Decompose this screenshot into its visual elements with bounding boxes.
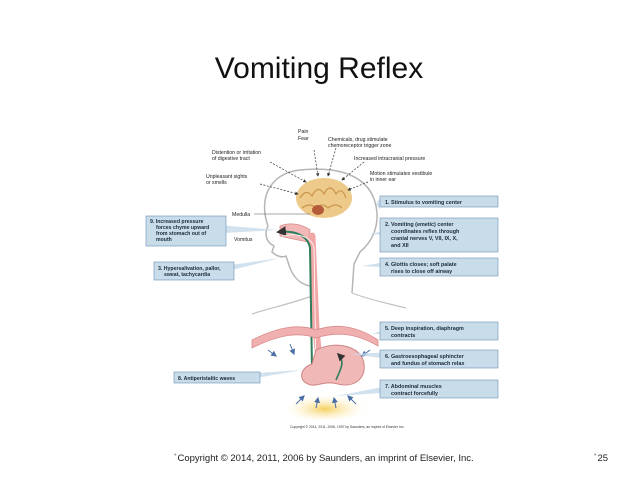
callout-shafts-left <box>206 224 302 380</box>
label-fear: Fear <box>298 136 309 142</box>
callout-step-9: 9. Increased pressure forces chyme upwar… <box>145 215 227 247</box>
step-2-line-2: coordinates reflex through <box>391 229 459 235</box>
step-8-text: 8. Antiperistaltic waves <box>178 376 235 382</box>
step-2-line-4: and XII <box>391 243 409 249</box>
label-distention-1: Distention or irritation <box>212 150 261 156</box>
label-motion-2: in inner ear <box>370 177 396 183</box>
callout-step-1: 1. Stimulus to vomiting center <box>379 195 499 208</box>
slide-title: Vomiting Reflex <box>214 52 424 85</box>
label-unpleasant-2: or smells <box>206 180 227 186</box>
step-4-line-2: rises to close off airway <box>391 269 452 275</box>
step-7-line-2: contract forcefully <box>391 391 438 397</box>
step-5-line-2: contracts <box>391 333 415 339</box>
label-medulla: Medulla <box>232 212 250 218</box>
step-6-line-1: 6. Gastroesophageal sphincter <box>385 354 465 360</box>
page-number-bullet: • <box>594 452 597 459</box>
step-2-line-3: cranial nerves V, VII, IX, X, <box>391 236 458 242</box>
step-5-line-1: 5. Deep inspiration, diaphragm <box>385 326 464 332</box>
step-3-line-1: 3. Hypersalivation, pallor, <box>158 266 221 272</box>
shoulder-outline <box>251 292 407 315</box>
label-unpleasant-1: Unpleasant sights <box>206 174 248 180</box>
stomach-green-reflux <box>335 352 346 381</box>
step-1-text: 1. Stimulus to vomiting center <box>385 200 463 206</box>
stomach <box>301 344 365 386</box>
callout-step-5: 5. Deep inspiration, diaphragm contracts <box>379 321 499 341</box>
pressure-arrows <box>267 343 371 409</box>
step-9-line-1: 9. Increased pressure <box>150 219 203 225</box>
step-9-line-3: from stomach out of <box>156 231 206 237</box>
step-6-line-2: and fundus of stomach relax <box>391 361 464 367</box>
step-9-line-2: forces chyme upward <box>156 225 209 231</box>
stimulus-arrows <box>259 147 369 195</box>
step-4-line-1: 4. Glottis closes; soft palate <box>385 262 457 268</box>
label-intracranial: Increased intracranial pressure <box>354 156 425 162</box>
figure-credit: Copyright © 2014, 2011, 2006, 1997 by Sa… <box>290 425 404 429</box>
step-3-line-2: sweat, tachycardia <box>164 272 210 278</box>
brain <box>296 178 352 218</box>
esophagus <box>308 232 322 354</box>
label-motion-1: Motion stimulates vestibule <box>370 171 432 177</box>
callout-step-7: 7. Abdominal muscles contract forcefully <box>379 379 499 399</box>
callout-step-2: 2. Vomiting (emetic) center coordinates … <box>379 217 499 253</box>
diaphragm <box>251 325 379 349</box>
step-2-line-1: 2. Vomiting (emetic) center <box>385 222 454 228</box>
footer-bullet: • <box>174 452 177 459</box>
stimulus-labels: Pain Fear Chemicals, drug stimulate chem… <box>206 129 432 243</box>
step-7-line-1: 7. Abdominal muscles <box>385 384 442 390</box>
step-9-line-4: mouth <box>156 237 172 243</box>
page-number-value: 25 <box>597 453 609 465</box>
callout-step-6: 6. Gastroesophageal sphincter and fundus… <box>379 349 499 369</box>
label-chemicals-2: chemoreceptor trigger zone <box>328 143 392 149</box>
callout-step-4: 4. Glottis closes; soft palate rises to … <box>379 257 499 277</box>
label-pain: Pain <box>298 129 308 135</box>
vomitus-path <box>276 226 313 369</box>
head-outline <box>263 168 378 297</box>
callout-step-8: 8. Antiperistaltic waves <box>173 371 261 384</box>
vomiting-reflex-diagram: Pain Fear Chemicals, drug stimulate chem… <box>145 129 499 429</box>
page-number: •25 <box>594 452 608 464</box>
label-distention-2: of digestive tract <box>212 156 250 162</box>
slide-footer: •Copyright © 2014, 2011, 2006 by Saunder… <box>174 452 474 464</box>
label-chemicals-1: Chemicals, drug stimulate <box>328 137 388 143</box>
vomitus-path-inner <box>281 234 317 369</box>
callout-step-3: 3. Hypersalivation, pallor, sweat, tachy… <box>153 261 235 281</box>
label-vomitus: Vomitus <box>234 237 253 243</box>
footer-copyright: Copyright © 2014, 2011, 2006 by Saunders… <box>177 453 474 465</box>
abdominal-muscle-glow <box>283 392 367 420</box>
